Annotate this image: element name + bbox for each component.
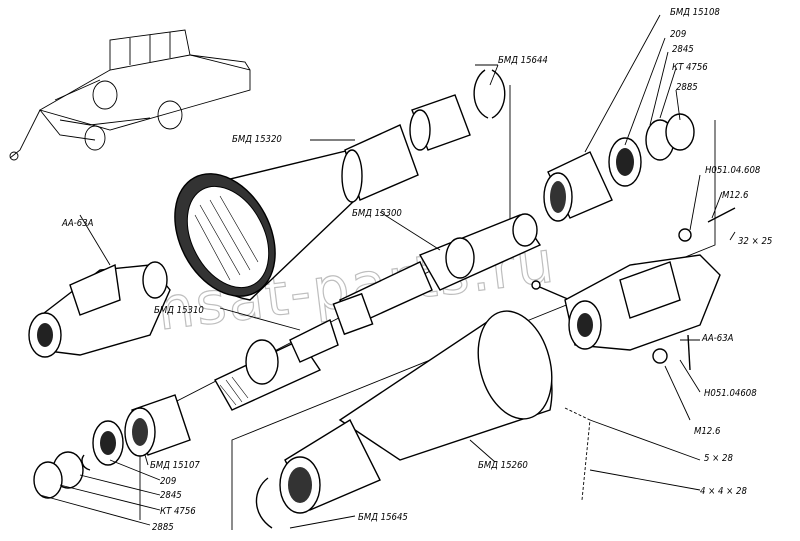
bushing-top [409,94,471,151]
safety-chain [564,407,591,501]
label-m126-top: М12.6 [722,190,749,201]
guard-cone-15260 [279,310,553,514]
label-2885-bottom: 2885 [152,522,174,533]
label-2845-bottom: 2845 [160,490,182,501]
label-bmd15260: БМД 15260 [478,460,528,471]
shaft-15300 [332,213,542,336]
label-bmd15644: БМД 15644 [498,55,548,66]
nut-top [678,207,736,242]
label-bmd15108: БМД 15108 [670,7,720,18]
label-bmd15310: БМД 15310 [154,305,204,316]
label-bmd15320: БМД 15320 [232,134,282,145]
splined-shaft-15310 [214,319,339,411]
leader-lines [39,14,736,529]
bolt-top [531,280,571,301]
label-32x25: 32 × 25 [738,236,772,247]
label-5x28: 5 × 28 [704,453,733,464]
label-bmd15645: БМД 15645 [358,512,408,523]
label-4x4x28: 4 × 4 × 28 [700,486,747,497]
label-kt4756-bottom: КТ 4756 [160,506,196,517]
label-209-top: 209 [670,29,686,40]
label-aa63a-right: АА-63А [701,333,734,344]
universal-joint-left [28,261,171,358]
label-bmd15107: БМД 15107 [150,460,200,471]
bearing-housing-15107 [33,394,191,499]
label-kt4756-top: КТ 4756 [672,62,708,73]
label-2845-top: 2845 [672,44,694,55]
label-bmd15300: БМД 15300 [352,208,402,219]
snap-ring-bottom [255,477,273,529]
guard-cone-15320 [174,124,419,301]
label-209-bottom: 209 [160,476,176,487]
label-2885-top: 2885 [676,82,698,93]
snap-ring-top [473,69,506,119]
label-aa63a-left: АА-63А [61,218,94,229]
label-n05104608-top: Н051.04.608 [705,165,761,176]
trailer-sketch [9,29,251,161]
bearing-housing-15108 [543,113,695,222]
label-n05104608-right: Н051.04608 [704,388,757,399]
universal-joint-right [564,254,721,371]
label-m126-right: М12.6 [694,426,721,437]
